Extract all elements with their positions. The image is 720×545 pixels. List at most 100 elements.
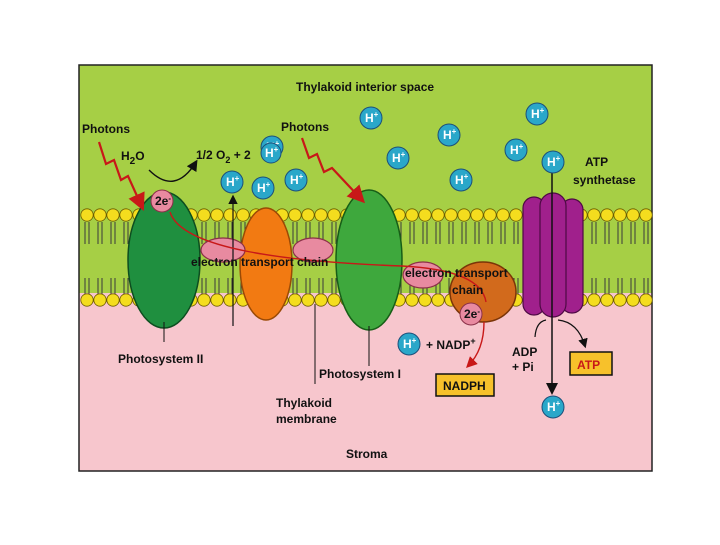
lipid-head [119,208,133,222]
atp-output-arrow [557,319,588,349]
lipid-head [314,208,328,222]
proton-ion-icon: H+ [541,150,565,174]
lipid-head [418,208,432,222]
etc-label-1: electron transport chain [191,255,328,269]
lipid-head [210,293,224,307]
atp-synthetase-label-2: synthetase [573,173,636,187]
proton-ion-icon: H+ [284,168,308,192]
lipid-head [106,293,120,307]
proton-ion-label: H+ [547,399,561,414]
lipid-head [600,293,614,307]
proton-ion-icon: H+ [220,170,244,194]
water-splitting-arrow [148,159,198,182]
lipid-head [80,208,94,222]
proton-ion-icon: H+ [525,102,549,126]
lipid-head [431,293,445,307]
electron-badge-ps2: 2e- [150,189,174,213]
adp-input-arrow [534,319,547,338]
lipid-head [80,293,94,307]
nadp-label: + NADP+ [426,336,476,352]
proton-ion-icon: H+ [386,146,410,170]
proton-ion-label: H+ [226,174,240,189]
proton-ion-icon: H+ [504,138,528,162]
photons-label-ps2: Photons [82,122,130,136]
lipid-head [301,208,315,222]
lipid-head [483,208,497,222]
atp-product-label: ATP [577,358,600,372]
photosystem-i [335,189,403,331]
proton-ion-icon: H+ [541,395,565,419]
proton-ion-label: H+ [531,106,545,121]
proton-ion-icon: H+ [437,123,461,147]
lipid-head [613,293,627,307]
proton-ion-label: H+ [403,336,417,351]
lipid-head [93,293,107,307]
lipid-head [431,208,445,222]
lipid-head [106,208,120,222]
lipid-head [509,208,523,222]
lipid-head [314,293,328,307]
lipid-head [639,208,653,222]
lipid-head [119,293,133,307]
proton-ion-label: H+ [265,145,279,160]
interior-space-label: Thylakoid interior space [296,80,434,94]
photons-label-ps1: Photons [281,120,329,134]
etc-label-2-line1: electron transport [405,266,508,280]
lipid-head [496,208,510,222]
nadph-label: NADPH [443,379,486,393]
lipid-head [626,293,640,307]
electron-badge-etc-label: 2e- [464,307,480,321]
water-label: H2O [121,149,145,167]
lipid-head [600,208,614,222]
proton-ions: H+H+H+H+H+H+H+H+H+H+H+H+H+H+ [220,102,565,419]
lipid-head [587,208,601,222]
proton-ion-label: H+ [290,172,304,187]
lipid-head [236,208,250,222]
lipid-head [613,208,627,222]
cytochrome-complex [239,207,293,321]
proton-ion-label: H+ [547,154,561,169]
lipid-head [301,293,315,307]
atp-synthetase-label-1: ATP [585,155,608,169]
lipid-head [418,293,432,307]
atp-box: ATP [569,351,613,376]
membrane-label-2: membrane [276,412,337,426]
lipid-head [197,208,211,222]
proton-ion-label: H+ [455,172,469,187]
proton-ion-label: H+ [365,110,379,125]
lipid-head [197,293,211,307]
nadph-box: NADPH [435,373,495,397]
photosystem-ii-label: Photosystem II [118,352,203,366]
proton-ion-icon: H+ [397,332,421,356]
proton-ion-label: H+ [257,180,271,195]
lipid-head [93,208,107,222]
adp-label-2: + Pi [512,360,534,374]
lipid-head [444,208,458,222]
proton-ion-icon: H+ [359,106,383,130]
atp-synthase [522,192,584,318]
proton-ion-icon: H+ [260,142,282,164]
lipid-head [457,208,471,222]
membrane-label-1: Thylakoid [276,396,332,410]
proton-ion-icon: H+ [251,176,275,200]
electron-carrier-2 [292,237,334,263]
electron-to-nadph-arrow [466,321,485,368]
photosystem-ii [127,191,201,329]
photon-ps1-icon [300,137,366,204]
electron-badge-etc: 2e- [459,302,483,326]
proton-ion-label: H+ [443,127,457,142]
lipid-head [288,293,302,307]
lipid-head [327,293,341,307]
lipid-head [470,208,484,222]
lipid-head [405,208,419,222]
lipid-head [405,293,419,307]
photon-ps2-icon [97,141,145,212]
oxygen-label: 1/2 O2 + 2 [196,148,251,165]
electron-badge-ps2-label: 2e- [155,194,171,208]
lipid-head [210,208,224,222]
proton-ion-label: H+ [510,142,524,157]
lipid-head [639,293,653,307]
diagram-frame [78,64,653,472]
